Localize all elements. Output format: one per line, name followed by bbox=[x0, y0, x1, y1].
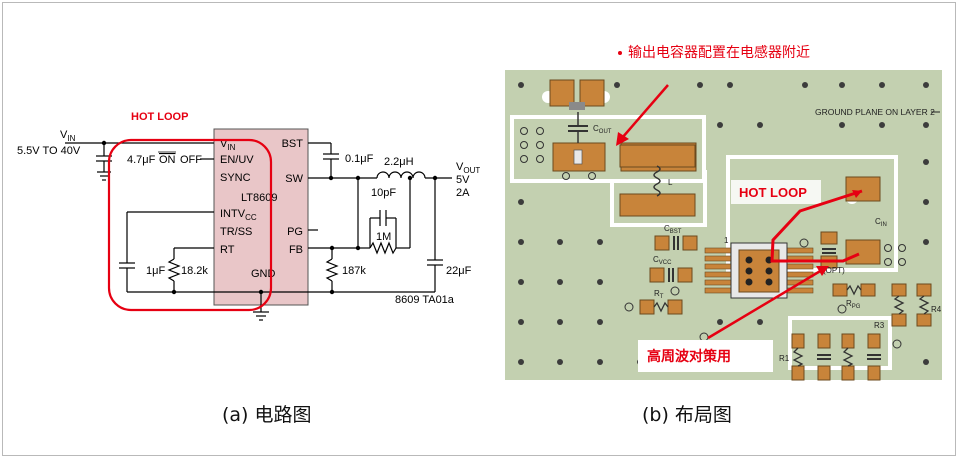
pin-intvcc: INTVCC bbox=[220, 208, 257, 222]
cap-out-value: 22μF bbox=[446, 265, 472, 277]
pin-gnd: GND bbox=[251, 268, 276, 280]
inductor-value: 2.2μH bbox=[384, 156, 414, 168]
pin-sw: SW bbox=[285, 173, 303, 185]
res-rt-value: 18.2k bbox=[181, 265, 208, 277]
caption-layout: (b) 布局图 bbox=[642, 404, 732, 426]
vout-value: 5V bbox=[456, 174, 470, 186]
schematic-diagram: VIN EN/UV SYNC INTVCC TR/SS RT BST SW PG… bbox=[17, 111, 480, 321]
res-bottom-value: 187k bbox=[342, 265, 366, 277]
pin-pg: PG bbox=[287, 226, 303, 238]
pin-tr-ss: TR/SS bbox=[220, 226, 252, 238]
hot-loop-outline bbox=[107, 138, 273, 312]
drawing-code: 8609 TA01a bbox=[395, 294, 455, 306]
off-label: OFF bbox=[180, 154, 202, 166]
pin-bst: BST bbox=[282, 138, 304, 150]
pin-en-uv: EN/UV bbox=[220, 154, 254, 166]
cap-intvcc-value: 1μF bbox=[146, 265, 165, 277]
chip-name: LT8609 bbox=[241, 192, 278, 204]
vout-current: 2A bbox=[456, 187, 470, 199]
hf-countermeasure-label: 高周波对策用 bbox=[647, 349, 731, 365]
pin-rt: RT bbox=[220, 244, 235, 256]
vin-label: VIN bbox=[60, 129, 76, 143]
ic-body bbox=[213, 128, 309, 306]
hot-loop-label-schematic: HOT LOOP bbox=[131, 111, 188, 123]
cap-ff-value: 10pF bbox=[371, 187, 396, 199]
cap-in-value: 4.7μF bbox=[127, 154, 156, 166]
vin-range: 5.5V TO 40V bbox=[17, 145, 81, 157]
res-top-value: 1M bbox=[376, 231, 391, 243]
pin-fb: FB bbox=[289, 244, 303, 256]
caption-schematic: (a) 电路图 bbox=[222, 404, 312, 426]
cout-placement-note: 输出电容器配置在电感器附近 bbox=[618, 42, 810, 62]
vout-label: VOUT bbox=[456, 161, 480, 175]
cap-bst-value: 0.1μF bbox=[345, 153, 374, 165]
pin-vin: VIN bbox=[220, 138, 236, 152]
on-label: ON bbox=[159, 154, 176, 166]
pin-sync: SYNC bbox=[220, 172, 251, 184]
